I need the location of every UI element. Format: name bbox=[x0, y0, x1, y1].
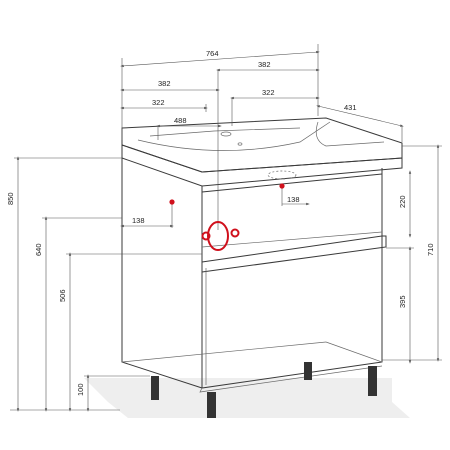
left-dimensions bbox=[10, 156, 202, 412]
cabinet-legs bbox=[151, 362, 377, 418]
dimension-labels: 764 382 382 322 322 488 431 850 640 506 … bbox=[6, 49, 435, 396]
label-138-left: 138 bbox=[132, 216, 145, 225]
label-488: 488 bbox=[174, 116, 187, 125]
inlet-ring-right bbox=[230, 228, 240, 238]
label-506: 506 bbox=[58, 289, 67, 302]
label-710: 710 bbox=[426, 243, 435, 256]
right-dimensions bbox=[281, 144, 442, 364]
label-100: 100 bbox=[76, 383, 85, 396]
label-431: 431 bbox=[344, 103, 357, 112]
inlet-marker-left bbox=[169, 199, 175, 205]
label-382-a: 382 bbox=[158, 79, 171, 88]
label-764: 764 bbox=[206, 49, 219, 58]
label-220: 220 bbox=[398, 195, 407, 208]
top-dimensions bbox=[120, 44, 404, 230]
label-640: 640 bbox=[34, 243, 43, 256]
floor-shadow-back bbox=[84, 378, 392, 402]
drain-marker bbox=[279, 183, 285, 189]
label-395: 395 bbox=[398, 295, 407, 308]
cabinet-body bbox=[121, 117, 403, 393]
label-322-left: 322 bbox=[152, 98, 165, 107]
label-382-b: 382 bbox=[258, 60, 271, 69]
inlet-ring-small bbox=[201, 231, 211, 241]
label-322-right: 322 bbox=[262, 88, 275, 97]
drain-outlet-ring bbox=[207, 221, 229, 251]
label-850: 850 bbox=[6, 192, 15, 205]
floor-shadow bbox=[108, 402, 410, 418]
pipe-markers bbox=[169, 183, 285, 251]
label-138-right: 138 bbox=[287, 195, 300, 204]
